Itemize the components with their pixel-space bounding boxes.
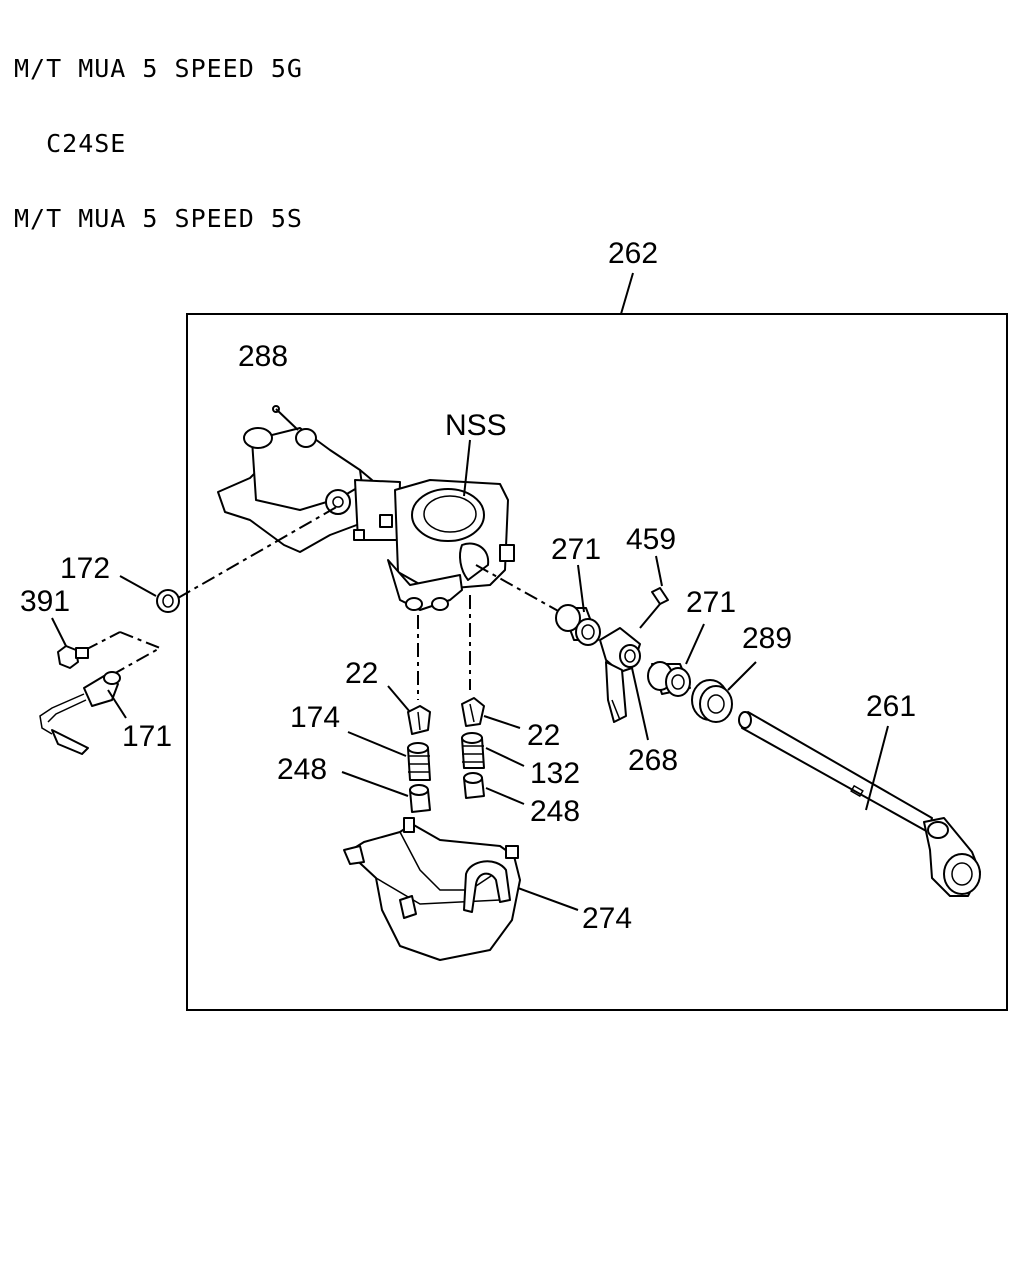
assembly-line-washer bbox=[177, 504, 341, 599]
label-171: 171 bbox=[122, 720, 172, 753]
leader-132 bbox=[485, 747, 525, 767]
header-line-1: M/T MUA 5 SPEED 5G bbox=[14, 54, 303, 83]
part-248-plug-left bbox=[409, 784, 431, 813]
leader-274 bbox=[517, 887, 579, 911]
leader-174 bbox=[347, 731, 407, 757]
leader-268 bbox=[631, 667, 649, 741]
part-132-spring bbox=[461, 732, 485, 769]
leader-171 bbox=[107, 689, 127, 719]
leader-22-right bbox=[483, 715, 521, 729]
assembly-line-switch bbox=[84, 631, 121, 651]
part-172-washer bbox=[156, 589, 180, 613]
header-line-3: M/T MUA 5 SPEED 5S bbox=[14, 204, 303, 233]
label-22-right: 22 bbox=[527, 719, 560, 752]
assembly-line-switch-b bbox=[109, 631, 163, 677]
part-248-plug-right bbox=[463, 772, 485, 799]
part-459-pin bbox=[651, 587, 669, 605]
part-22-plunger-left bbox=[407, 705, 431, 735]
header-line-2: C24SE bbox=[14, 129, 127, 158]
label-262: 262 bbox=[608, 237, 658, 270]
leader-172 bbox=[119, 575, 157, 597]
diagram-header: M/T MUA 5 SPEED 5G C24SE M/T MUA 5 SPEED… bbox=[14, 6, 303, 256]
leader-261 bbox=[865, 725, 889, 811]
leader-22-left bbox=[387, 685, 411, 713]
label-268: 268 bbox=[628, 744, 678, 777]
part-289-seal bbox=[691, 679, 733, 723]
part-174-spring bbox=[407, 742, 431, 781]
assembly-frame bbox=[186, 313, 1008, 1011]
leader-262 bbox=[620, 272, 634, 315]
part-274-cover bbox=[343, 817, 521, 961]
shift-housing bbox=[217, 427, 515, 611]
label-391: 391 bbox=[20, 585, 70, 618]
label-459: 459 bbox=[626, 523, 676, 556]
label-132: 132 bbox=[530, 757, 580, 790]
assembly-line-shaft bbox=[475, 564, 561, 613]
leader-nss bbox=[463, 439, 471, 497]
part-22-plunger-right bbox=[461, 697, 485, 727]
label-248-right: 248 bbox=[530, 795, 580, 828]
part-171-switch bbox=[39, 671, 121, 755]
label-288: 288 bbox=[238, 340, 288, 373]
leader-248-left bbox=[341, 771, 409, 797]
label-271-right: 271 bbox=[686, 586, 736, 619]
label-22-left: 22 bbox=[345, 657, 378, 690]
leader-391 bbox=[51, 617, 67, 647]
part-271-bushing-right bbox=[647, 661, 691, 697]
leader-289 bbox=[727, 661, 757, 691]
label-174: 174 bbox=[290, 701, 340, 734]
label-274: 274 bbox=[582, 902, 632, 935]
leader-248-right bbox=[485, 787, 525, 805]
leader-459 bbox=[655, 555, 663, 587]
part-261-rod bbox=[738, 711, 981, 897]
label-289: 289 bbox=[742, 622, 792, 655]
label-172: 172 bbox=[60, 552, 110, 585]
label-271-left: 271 bbox=[551, 533, 601, 566]
label-nss: NSS bbox=[445, 409, 507, 442]
leader-271-right bbox=[685, 623, 705, 665]
label-261: 261 bbox=[866, 690, 916, 723]
part-391-bolt bbox=[57, 645, 89, 669]
part-271-bushing-left bbox=[555, 604, 601, 646]
label-248-left: 248 bbox=[277, 753, 327, 786]
leader-271-left bbox=[577, 564, 585, 613]
